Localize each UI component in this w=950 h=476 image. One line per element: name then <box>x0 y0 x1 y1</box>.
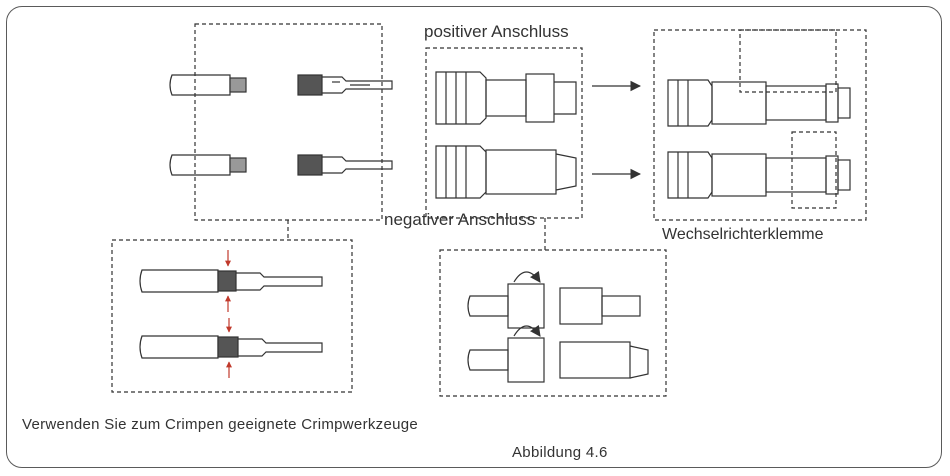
crimped-contact-top <box>139 250 323 312</box>
connector-assembly-box <box>425 47 583 250</box>
mated-connector-positive <box>667 79 851 127</box>
tightening-box <box>439 249 667 397</box>
figure-caption: Abbildung 4.6 <box>512 444 608 461</box>
inverter-terminal-box <box>653 29 867 221</box>
tightening-connector-top <box>467 270 641 329</box>
figure-frame <box>6 6 942 468</box>
crimp-note: Verwenden Sie zum Crimpen geeignete Crim… <box>22 416 419 433</box>
tightening-connector-bottom <box>467 324 649 383</box>
crimp-contact-bottom <box>297 154 393 176</box>
positive-connector-label: positiver Anschluss <box>424 22 569 41</box>
inverter-terminal-label: Wechselrichterklemme <box>662 226 824 243</box>
mated-connector-negative <box>667 151 851 199</box>
crimping-box <box>111 239 353 393</box>
crimp-contact-top <box>297 74 393 96</box>
step1-strip-box <box>194 23 383 238</box>
stripped-cable-top <box>169 74 247 96</box>
crimped-contact-bottom <box>139 318 323 378</box>
negative-connector <box>435 145 577 199</box>
positive-connector <box>435 71 577 125</box>
negative-connector-label: negativer Anschluss <box>384 210 536 229</box>
stripped-cable-bottom <box>169 154 247 176</box>
